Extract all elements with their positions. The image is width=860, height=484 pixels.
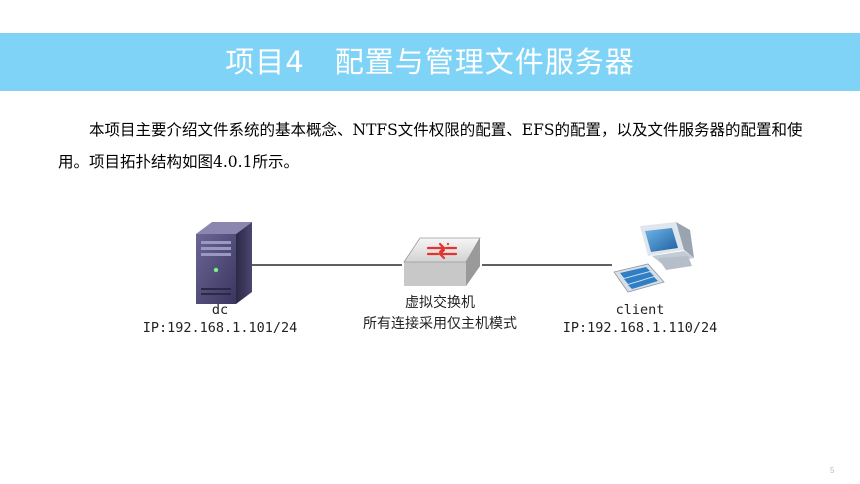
- intro-paragraph: 本项目主要介绍文件系统的基本概念、NTFS文件权限的配置、EFS的配置，以及文件…: [58, 121, 803, 171]
- switch-note-label: 所有连接采用仅主机模式: [363, 316, 517, 332]
- switch-name-label: 虚拟交换机: [405, 295, 475, 311]
- server-tower-icon: [196, 222, 252, 304]
- client-name-label: client: [615, 302, 665, 318]
- server-ip-label: IP:192.168.1.101/24: [142, 320, 298, 336]
- client-ip-label: IP:192.168.1.110/24: [562, 320, 718, 336]
- server-name-label: dc: [211, 302, 229, 318]
- network-switch-icon: [403, 237, 481, 286]
- slide-title: 项目4 配置与管理文件服务器: [225, 45, 635, 79]
- desktop-computer-icon: [613, 222, 694, 293]
- title-bar: 项目4 配置与管理文件服务器: [0, 33, 860, 91]
- page-number: 5: [830, 466, 835, 475]
